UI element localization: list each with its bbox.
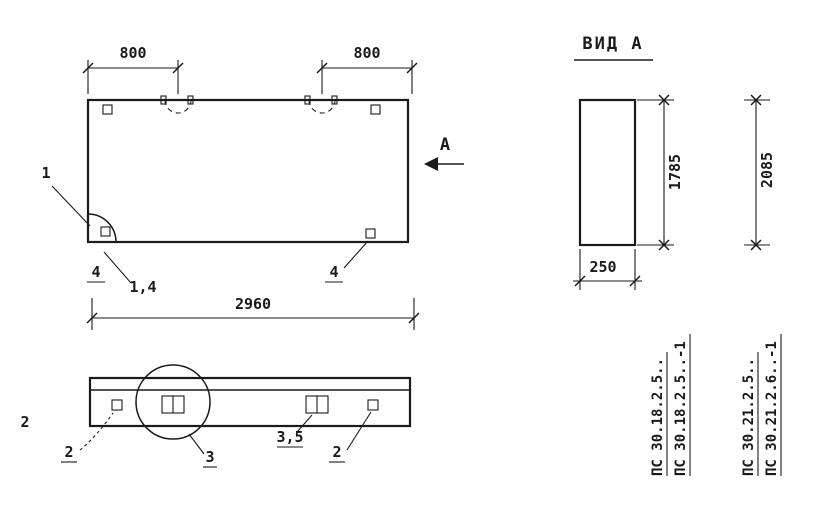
dim-tick xyxy=(172,62,184,74)
embed-plate-bottom-right xyxy=(365,228,376,239)
callout-label-4-right: 4 xyxy=(329,263,338,281)
dim-tick xyxy=(629,275,641,287)
detail-callout-circle xyxy=(135,364,211,440)
panel-side-outline xyxy=(88,376,412,428)
dim-tick xyxy=(316,62,328,74)
panel-mark-4: ПС 30.21.2.6..-1 xyxy=(764,341,780,476)
dim-star-tick xyxy=(750,94,762,106)
view-a: ВИД А 1785 250 2085 ПС 30.18.2.5.. ПС 30… xyxy=(573,34,782,476)
side-view: 2 2 3 3,5 2 xyxy=(20,364,412,468)
callout-label-3-5: 3,5 xyxy=(276,428,303,446)
embed-plate-bottom-left xyxy=(100,226,111,237)
dim-label-800-left: 800 xyxy=(119,44,146,62)
callout-label-1: 1 xyxy=(41,164,50,182)
dim-label-2960: 2960 xyxy=(235,295,271,313)
leader-line-dashed xyxy=(79,412,114,451)
dim-tick xyxy=(406,62,418,74)
leader-line xyxy=(346,411,372,451)
leader-line xyxy=(296,414,313,433)
loop-anchor-tick xyxy=(187,95,194,105)
panel-section-outline xyxy=(578,98,637,247)
dim-label-1785: 1785 xyxy=(666,154,684,190)
embed-plate-top-right xyxy=(370,104,381,115)
view-direction-arrowhead-icon xyxy=(424,157,438,171)
embed-plate-top-left xyxy=(102,104,113,115)
panel-mark-2: ПС 30.18.2.5..-1 xyxy=(673,341,689,476)
dim-tick xyxy=(574,275,586,287)
callout-label-2-right: 2 xyxy=(332,443,341,461)
loop-anchor-tick xyxy=(304,95,311,105)
view-a-title: ВИД А xyxy=(582,34,643,54)
corner-detail-arc xyxy=(87,213,117,243)
dim-tick xyxy=(86,312,98,324)
leader-line xyxy=(103,251,132,284)
panel-mark-1: ПС 30.18.2.5.. xyxy=(650,358,666,476)
embed-item-left xyxy=(111,399,123,411)
dim-label-250: 250 xyxy=(589,258,616,276)
callout-label-1-4: 1,4 xyxy=(129,278,156,296)
callout-label-3: 3 xyxy=(205,448,214,466)
dim-star-tick xyxy=(658,94,670,106)
panel-mark-3: ПС 30.21.2.5.. xyxy=(741,358,757,476)
callout-label-4-left: 4 xyxy=(91,263,100,281)
loop-anchor-tick xyxy=(160,95,167,105)
dim-tick xyxy=(82,62,94,74)
callout-label-2-outer: 2 xyxy=(20,413,29,431)
dim-label-2085: 2085 xyxy=(758,152,776,188)
plan-view: 800 800 А 1 4 1,4 4 2960 xyxy=(41,44,464,330)
dim-tick xyxy=(408,312,420,324)
dim-label-800-right: 800 xyxy=(353,44,380,62)
view-direction-label: А xyxy=(440,135,452,155)
dim-star-tick xyxy=(658,239,670,251)
dim-star-tick xyxy=(750,239,762,251)
panel-plan-outline xyxy=(86,98,410,244)
loop-anchor-tick xyxy=(331,95,338,105)
leader-line xyxy=(188,433,205,455)
callout-label-2-left: 2 xyxy=(64,443,73,461)
lifting-loop-arc-right xyxy=(308,99,336,114)
embed-item-right xyxy=(367,399,379,411)
leader-line xyxy=(51,185,91,227)
leader-line xyxy=(343,240,369,269)
lifting-loop-arc-left xyxy=(164,99,192,114)
